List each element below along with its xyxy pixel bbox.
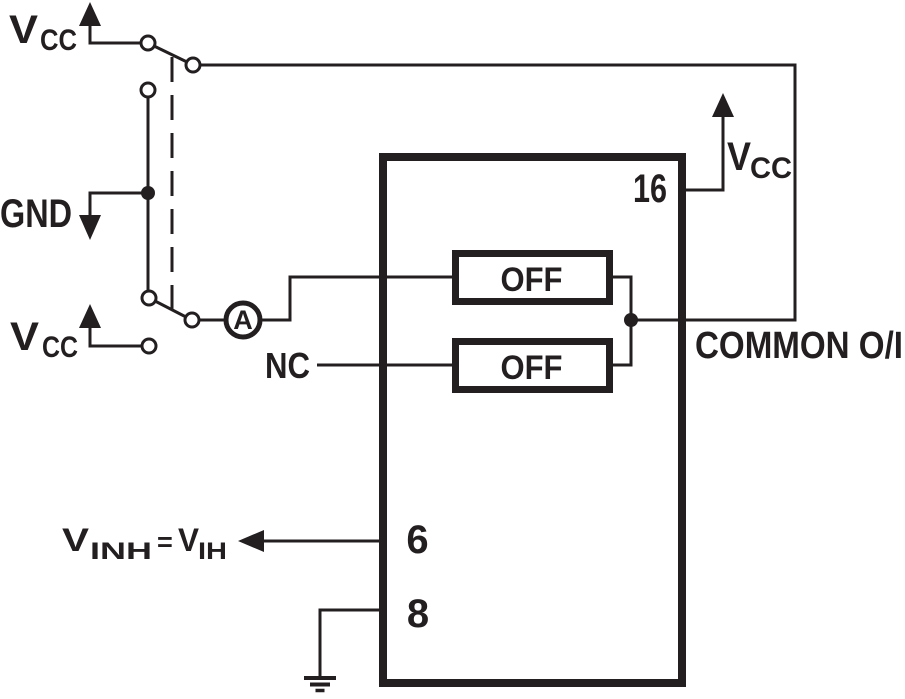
switch-contact <box>140 337 158 355</box>
ic-body-outline <box>379 153 686 687</box>
channel-top-box <box>452 250 613 305</box>
pin-8-label: 8 <box>407 592 429 636</box>
vinh-equation-label: VINH=VIH <box>62 522 227 565</box>
switch-contact <box>139 81 157 99</box>
wire <box>88 326 142 348</box>
switch-contact <box>139 34 157 52</box>
arrow-up-icon <box>79 2 101 26</box>
wire <box>88 24 141 45</box>
channel-bottom-state-label: OFF <box>501 349 563 387</box>
arrow-up-icon <box>712 93 734 117</box>
wire <box>260 275 452 322</box>
arrow-up-icon <box>79 304 101 328</box>
switch-pole-contact <box>183 311 201 329</box>
wire <box>613 320 633 367</box>
vcc-pin16-label: VCC <box>727 135 792 185</box>
arrow-down-icon <box>79 215 101 240</box>
channel-bottom-box <box>452 338 613 393</box>
gnd-label: GND <box>0 192 72 236</box>
channel-top-state-label: OFF <box>501 261 563 299</box>
wire <box>613 275 633 320</box>
wire <box>686 115 725 192</box>
vcc-top-label: VCC <box>9 8 77 57</box>
junction-dot <box>624 313 638 327</box>
arrow-left-icon <box>238 530 264 552</box>
ammeter-icon: A <box>223 300 263 340</box>
pin-16-label: 16 <box>633 167 667 211</box>
wire <box>318 608 383 677</box>
switch-pole-contact <box>184 56 202 74</box>
vcc-lower-label: VCC <box>10 315 78 364</box>
switch-blade <box>153 44 188 64</box>
wire <box>200 63 797 322</box>
switch-contact <box>140 289 158 307</box>
pin-6-label: 6 <box>406 518 428 562</box>
ground-icon <box>304 676 336 693</box>
wire <box>88 191 148 217</box>
nc-label: NC <box>265 345 310 386</box>
common-oi-label: COMMON O/I <box>695 325 903 367</box>
switch-blade <box>154 299 187 319</box>
ammeter-label: A <box>233 305 253 335</box>
